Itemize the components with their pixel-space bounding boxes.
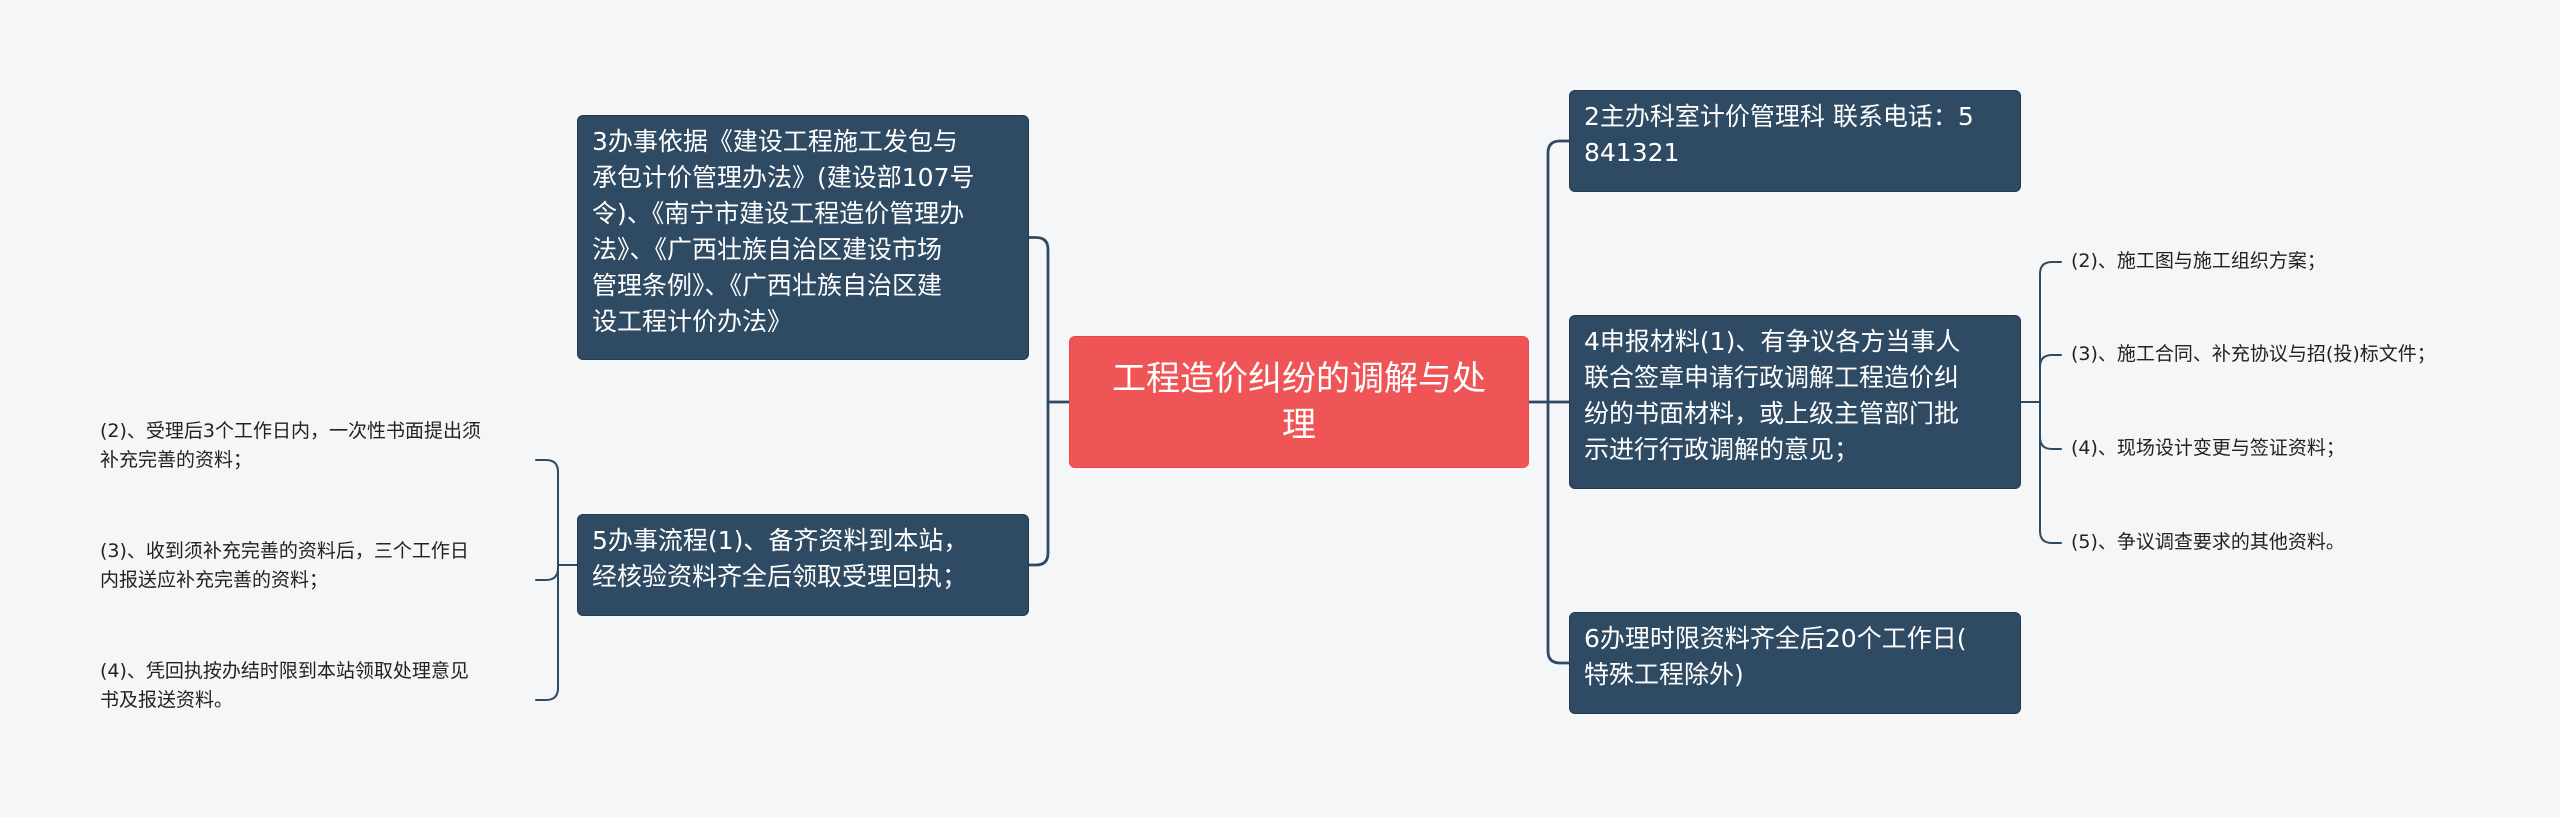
root-right-connector-branch-2 <box>1546 400 1571 665</box>
topic-basis[interactable]: 3办事依据《建设工程施工发包与 承包计价管理办法》(建设部107号 令)、《南宁… <box>577 115 1029 360</box>
materials-connector-branch-1 <box>2039 354 2062 403</box>
procedure-connector-branch-0 <box>535 459 559 566</box>
leaf-materials-item-4[interactable]: (4)、现场设计变更与签证资料； <box>2071 437 2345 459</box>
topic-department[interactable]: 2主办科室计价管理科 联系电话：5 841321 <box>1569 90 2021 192</box>
materials-connector-branch-3 <box>2039 401 2062 544</box>
topic-time-limit[interactable]: 6办理时限资料齐全后20个工作日( 特殊工程除外) <box>1569 612 2021 714</box>
leaf-materials-item-5[interactable]: (5)、争议调查要求的其他资料。 <box>2071 531 2345 553</box>
root-left-connector-branch-1 <box>1027 400 1050 567</box>
leaf-materials-item-2[interactable]: (2)、施工图与施工组织方案； <box>2071 250 2326 272</box>
root-left-connector-branch-0 <box>1027 236 1050 404</box>
leaf-procedure-step-4[interactable]: (4)、凭回执按办结时限到本站领取处理意见 书及报送资料。 <box>100 660 469 711</box>
materials-connector-branch-2 <box>2039 401 2062 450</box>
root-right-connector-branch-0 <box>1546 139 1571 404</box>
root-topic[interactable]: 工程造价纠纷的调解与处 理 <box>1069 336 1529 468</box>
materials-connector-branch-0 <box>2039 261 2062 403</box>
topic-materials[interactable]: 4申报材料(1)、有争议各方当事人 联合签章申请行政调解工程造价纠 纷的书面材料… <box>1569 315 2021 489</box>
leaf-procedure-step-2[interactable]: (2)、受理后3个工作日内，一次性书面提出须 补充完善的资料； <box>100 420 482 471</box>
procedure-connector-branch-2 <box>535 564 559 701</box>
leaf-procedure-step-3[interactable]: (3)、收到须补充完善的资料后，三个工作日 内报送应补充完善的资料； <box>100 540 469 591</box>
leaf-materials-item-3[interactable]: (3)、施工合同、补充协议与招(投)标文件； <box>2071 343 2436 365</box>
topic-procedure[interactable]: 5办事流程(1)、备齐资料到本站， 经核验资料齐全后领取受理回执； <box>577 514 1029 616</box>
